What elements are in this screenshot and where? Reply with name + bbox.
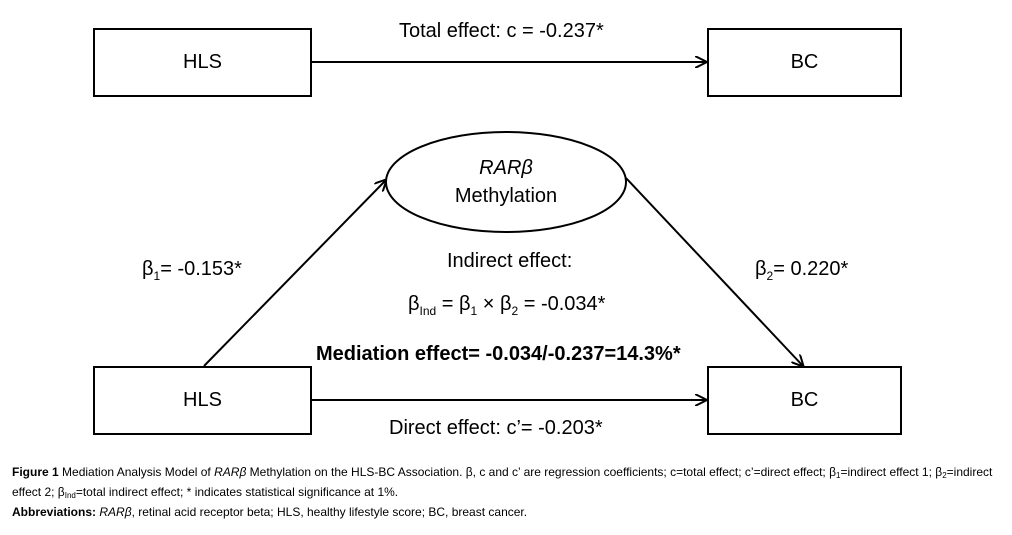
- indirect-effect-title: Indirect effect:: [447, 250, 573, 272]
- beta2-label: β2= 0.220*: [755, 258, 849, 283]
- top-hls-box: HLS: [93, 28, 312, 97]
- caption-figure-line: Figure 1 Mediation Analysis Model of RAR…: [12, 465, 993, 500]
- figure-caption: Figure 1 Mediation Analysis Model of RAR…: [12, 464, 997, 521]
- bottom-hls-box: HLS: [93, 366, 312, 435]
- beta2-arrow: [625, 177, 803, 366]
- bottom-hls-label: HLS: [183, 389, 222, 411]
- caption-abbreviations: Abbreviations: RARβ, retinal acid recept…: [12, 505, 528, 519]
- top-bc-label: BC: [790, 51, 819, 73]
- mediation-effect-label: Mediation effect= -0.034/-0.237=14.3%*: [316, 343, 681, 365]
- indirect-effect-formula: βInd = β1 × β2 = -0.034*: [408, 293, 606, 318]
- direct-effect-label: Direct effect: c’= -0.203*: [389, 417, 603, 439]
- mediator-line2: Methylation: [454, 185, 558, 207]
- top-hls-label: HLS: [183, 51, 222, 73]
- total-effect-label: Total effect: c = -0.237*: [399, 20, 604, 42]
- beta1-label: β1= -0.153*: [142, 258, 242, 283]
- beta1-arrow: [203, 180, 386, 367]
- top-bc-box: BC: [707, 28, 902, 97]
- mediator-line1: RARβ: [479, 157, 533, 179]
- bottom-bc-box: BC: [707, 366, 902, 435]
- bottom-bc-label: BC: [790, 389, 819, 411]
- mediator-text: RARβ Methylation: [386, 154, 626, 210]
- mediator-ellipse: [385, 131, 627, 233]
